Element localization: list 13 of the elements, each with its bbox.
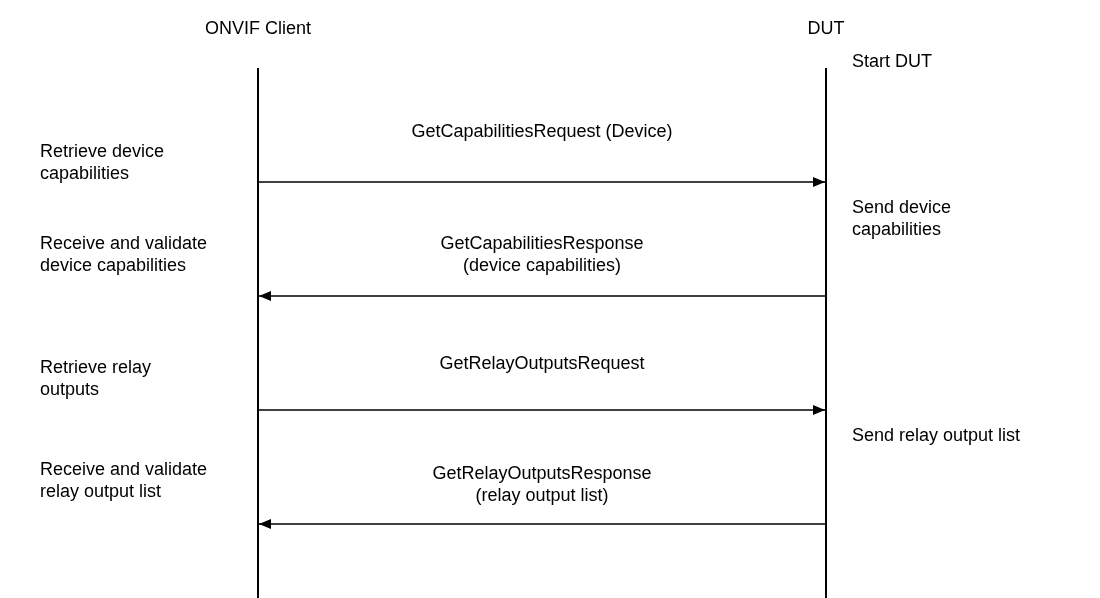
step-note: Retrieve device capabilities <box>40 140 166 184</box>
step-note: Receive and validate device capabilities <box>40 232 209 276</box>
message-arrow <box>258 177 826 187</box>
step-note: Send device capabilities <box>852 196 953 240</box>
participant-label: DUT <box>806 18 846 39</box>
step-note: Send relay output list <box>852 424 1022 446</box>
step-note: Start DUT <box>852 50 933 72</box>
message-arrow <box>258 519 826 529</box>
message-arrow <box>258 291 826 301</box>
message-arrow <box>258 405 826 415</box>
step-note: Receive and validate relay output list <box>40 458 209 502</box>
participant-label: ONVIF Client <box>204 18 312 39</box>
step-note: Retrieve relay outputs <box>40 356 153 400</box>
